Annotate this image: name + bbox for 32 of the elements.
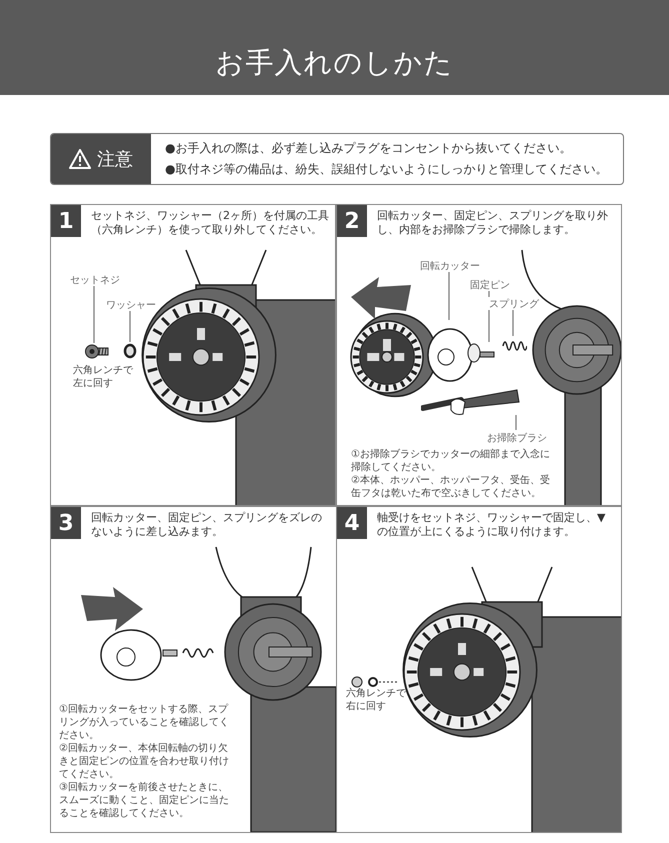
care-note: ②本体、ホッパー、ホッパーフタ、受缶、受缶フタは乾いた布で空ぶきしてください。 — [351, 474, 551, 500]
care-note: ②回転カッター、本体回転軸の切り欠きと固定ピンの位置を合わせ取り付けてください。 — [59, 742, 230, 781]
step-instruction: 回転カッター、固定ピン、スプリングをズレのないように差し込みます。 — [91, 511, 323, 540]
care-note: ③回転カッターを前後させたときに、スムーズに動くこと、固定ピンに当たることを確認してください。 — [59, 781, 230, 820]
care-note: ①お掃除ブラシでカッターの細部まで入念に掃除してください。 — [351, 448, 551, 474]
part-label: セットネジ — [69, 273, 121, 286]
part-label: 固定ピン — [469, 278, 511, 291]
page-title: お手入れのしかた — [214, 45, 454, 81]
step-panel — [336, 506, 622, 833]
step-panel — [50, 204, 336, 506]
step-instruction: 回転カッター、固定ピン、スプリングを取り外し、内部をお掃除ブラシで掃除します。 — [377, 209, 609, 238]
step-number: 1 — [51, 205, 81, 237]
caution-text: ●取付ネジ等の備品は、紛失、誤組付しないようにしっかりと管理してください。 — [165, 161, 608, 178]
caution-heading: 注意 — [97, 148, 133, 171]
step-panel — [336, 204, 622, 506]
step-panel — [50, 506, 337, 833]
leader-line — [512, 308, 514, 336]
step-number: 2 — [337, 205, 367, 237]
care-note: ①回転カッターをセットする際、スプリングが入っていることを確認してください。 — [59, 703, 230, 742]
step-number: 4 — [337, 507, 367, 539]
part-label: スプリング — [488, 297, 540, 310]
instruction-note: 六角レンチで右に回す — [346, 687, 407, 713]
step-instruction: セットネジ、ワッシャー（2ヶ所）を付属の工具（六角レンチ）を使って取り外してください。 — [91, 209, 329, 238]
caution-text: ●お手入れの際は、必ず差し込みプラグをコンセントから抜いてください。 — [165, 140, 572, 157]
part-label: 回転カッター — [419, 259, 481, 272]
leader-line — [448, 270, 450, 320]
caution-box — [50, 133, 624, 185]
instruction-note: 六角レンチで左に回す — [73, 364, 134, 390]
part-label: ワッシャー — [105, 298, 157, 311]
step-instruction: 軸受けをセットネジ、ワッシャーで固定し、▼の位置が上にくるように取り付けます。 — [377, 511, 606, 540]
part-label: お掃除ブラシ — [486, 431, 548, 444]
step-number: 3 — [51, 507, 81, 539]
